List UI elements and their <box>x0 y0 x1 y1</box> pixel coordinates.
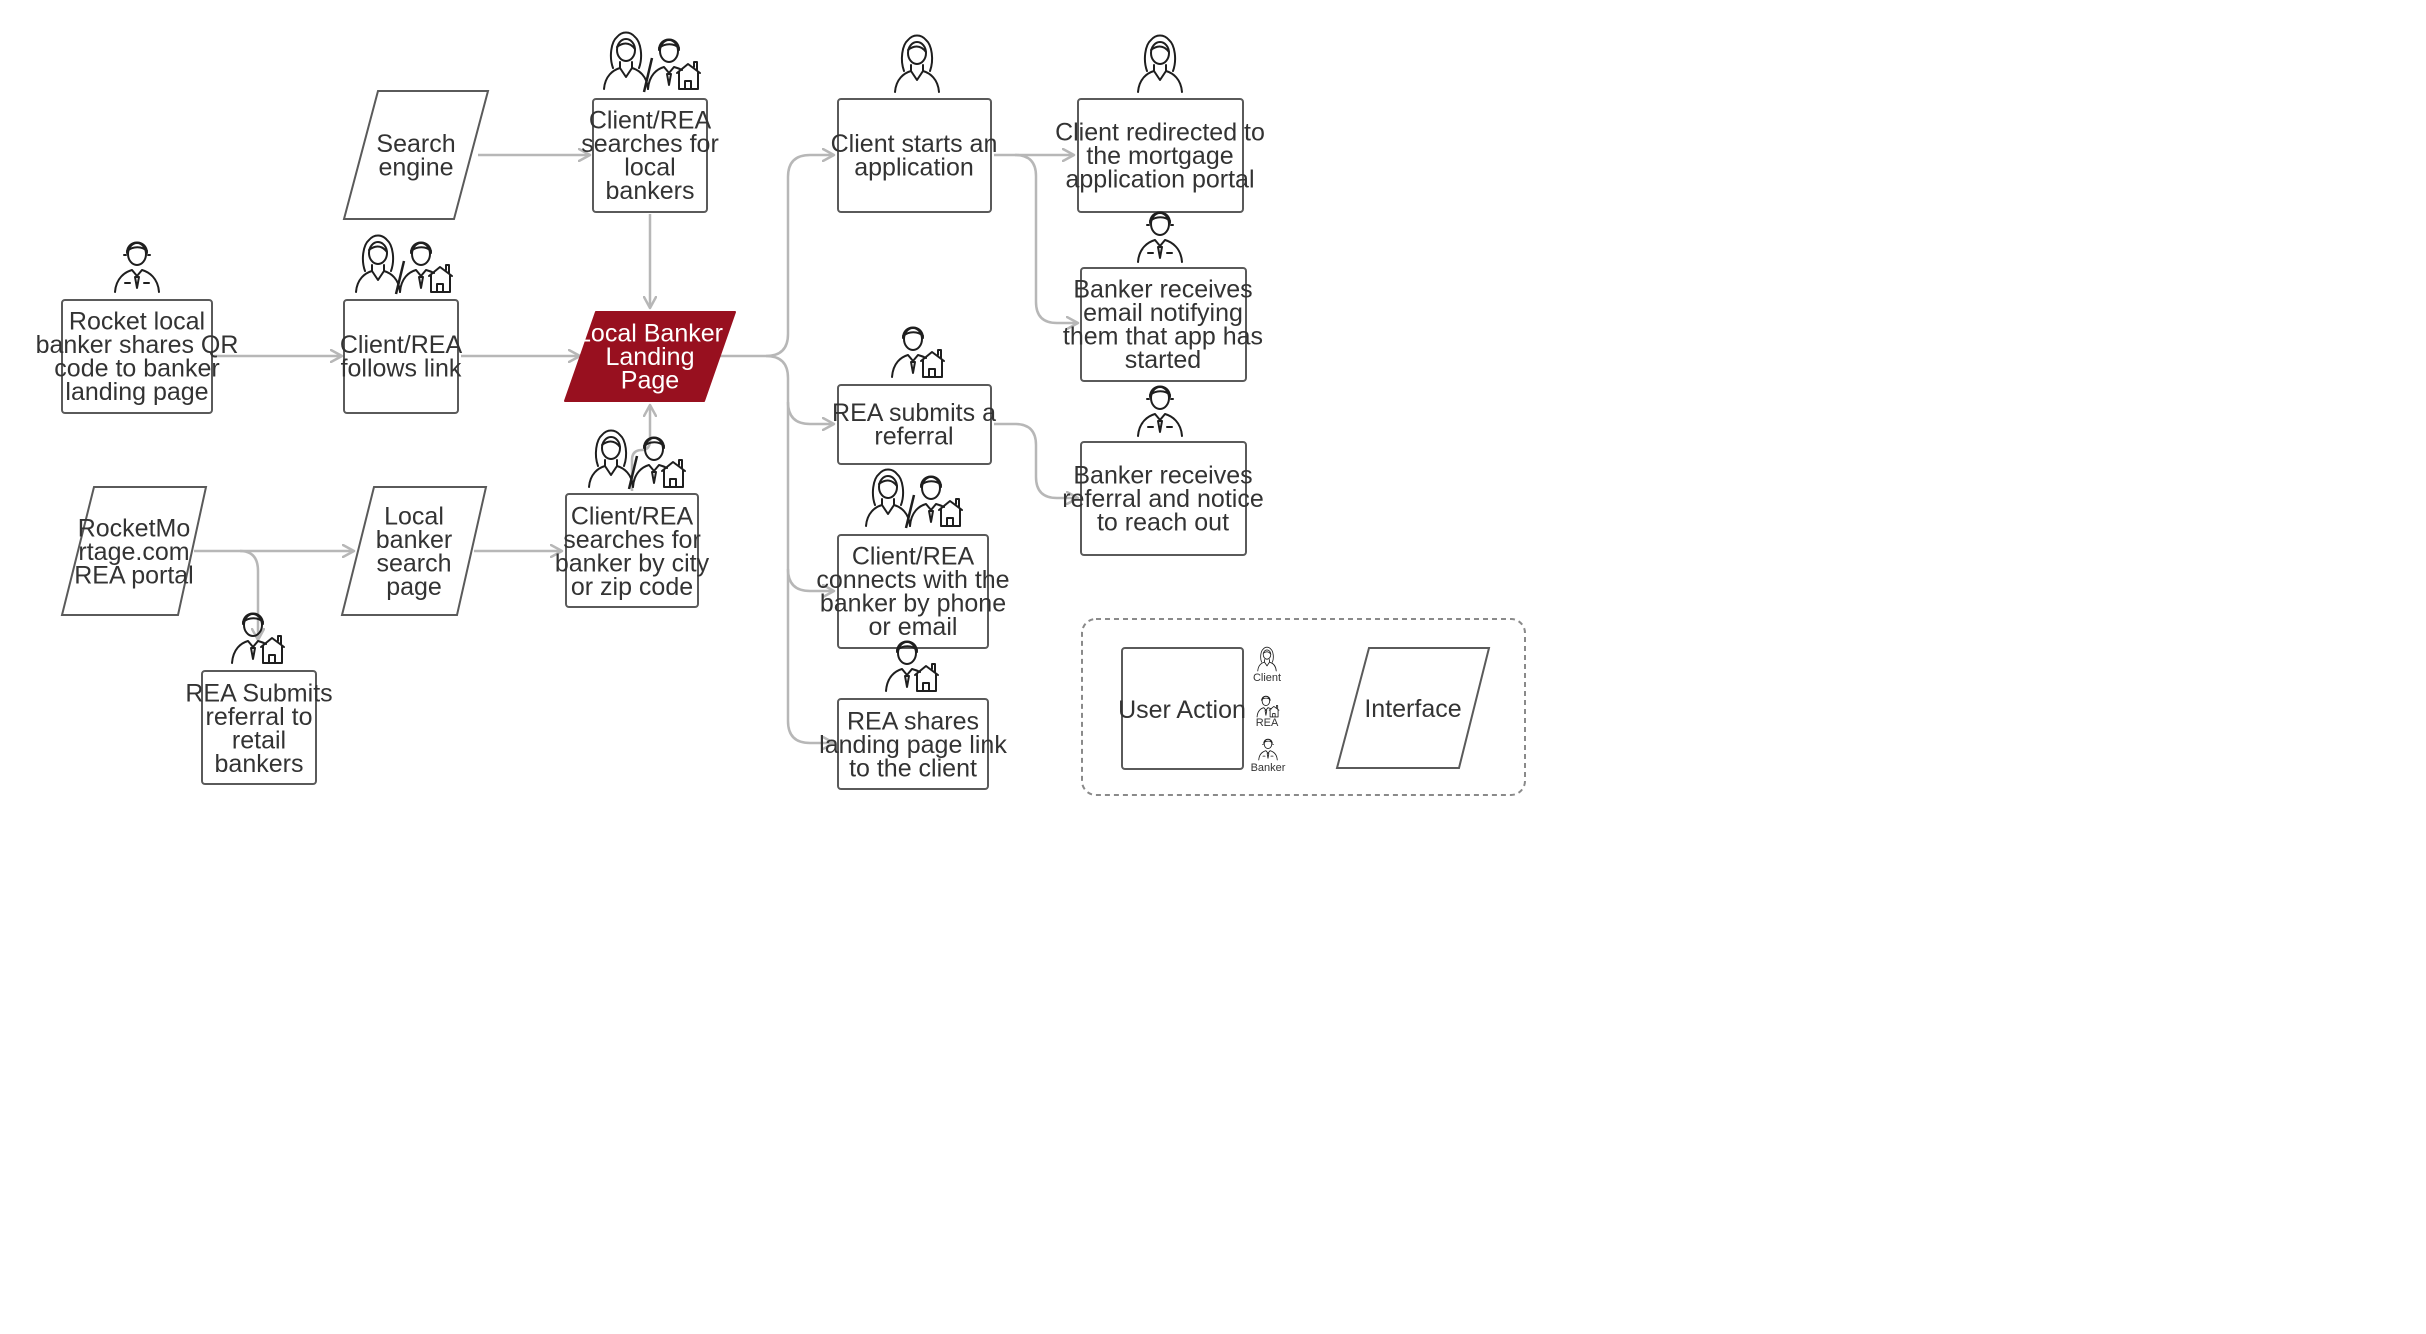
separator-slash <box>394 260 406 295</box>
client-icon <box>1137 34 1183 93</box>
edge-landing-to-shares <box>786 569 834 743</box>
client-icon <box>588 429 634 488</box>
legend-banker-label: Banker <box>1251 762 1286 774</box>
edge-starts-to-banker-email <box>1014 153 1078 323</box>
edge-landing-to-rea-referral <box>765 354 834 424</box>
client-icon <box>1257 646 1277 672</box>
legend-user-action-label: User Action <box>1118 696 1246 724</box>
banker-icon <box>114 241 160 293</box>
rea-icon <box>891 326 945 378</box>
edge-rea-referral-to-banker-referral <box>994 422 1078 498</box>
client-icon <box>603 31 649 90</box>
legend-actors: Client REA Banker <box>1251 646 1286 774</box>
connectors <box>194 155 1078 743</box>
edge-landing-to-starts <box>765 155 834 358</box>
legend-interface-label: Interface <box>1364 695 1461 723</box>
legend-client-label: Client <box>1253 672 1281 684</box>
client-icon <box>865 468 911 527</box>
edge-landing-to-connects <box>786 402 834 591</box>
rea-icon <box>399 241 453 293</box>
banker-icon <box>1258 738 1278 761</box>
legend-interface: Interface <box>1335 647 1491 769</box>
separator-slash <box>642 57 654 93</box>
actor-icons <box>114 31 1183 692</box>
edge-portal-to-rea-submits <box>239 549 258 640</box>
rea-icon <box>909 475 963 527</box>
separator-slash <box>904 494 916 529</box>
rea-icon <box>1256 695 1280 718</box>
legend-user-action: User Action <box>1118 647 1246 770</box>
client-icon <box>894 34 940 93</box>
legend-rea-label: REA <box>1256 717 1279 729</box>
banker-icon <box>1137 211 1183 263</box>
rea-icon <box>632 436 686 488</box>
separator-slash <box>627 455 639 490</box>
client-icon <box>355 234 401 293</box>
legend: User Action Interface Client REA Banker <box>1081 618 1526 796</box>
banker-icon <box>1137 385 1183 437</box>
rea-icon <box>647 38 701 90</box>
